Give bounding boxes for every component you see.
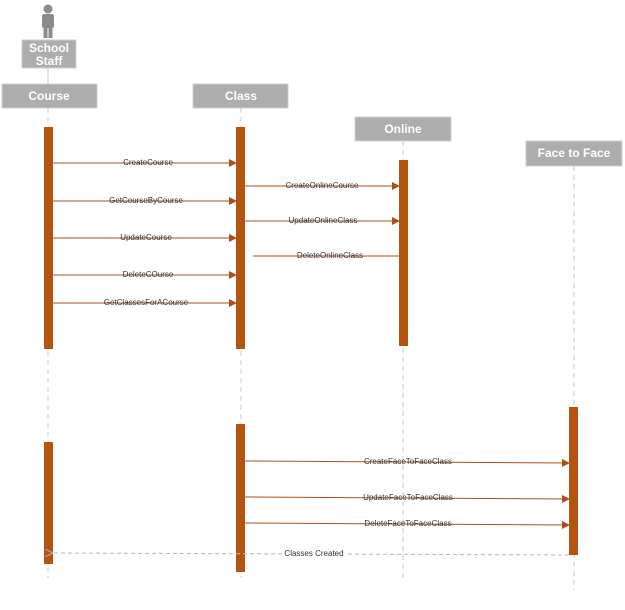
message-get-course-by-course: GetCourseByCourse bbox=[53, 196, 237, 205]
message-update-course: UpdateCourse bbox=[53, 233, 237, 242]
message-create-online-course: CreateOnlineCourse bbox=[245, 181, 400, 190]
message-get-classes-for-course: GetClassesForACourse bbox=[53, 298, 237, 307]
activation-course-2 bbox=[44, 442, 53, 564]
message-label: GetCourseByCourse bbox=[109, 196, 183, 205]
message-label: CreateCourse bbox=[123, 158, 173, 167]
activation-class-2 bbox=[236, 424, 245, 572]
participant-online[interactable]: Online bbox=[354, 116, 452, 142]
participant-class[interactable]: Class bbox=[192, 83, 289, 109]
message-create-course: CreateCourse bbox=[53, 158, 237, 167]
message-label: UpdateOnlineClass bbox=[289, 216, 358, 225]
participant-online-label: Online bbox=[384, 122, 422, 136]
activation-class-1 bbox=[236, 127, 245, 349]
message-label: Classes Created bbox=[284, 549, 343, 558]
activation-course-1 bbox=[44, 127, 53, 349]
participant-class-label: Class bbox=[225, 89, 257, 103]
actor-label-line1: School bbox=[29, 41, 69, 55]
message-label: UpdateFaceToFaceClass bbox=[363, 493, 453, 502]
message-delete-course: DeleteCOurse bbox=[53, 270, 237, 279]
stick-figure-icon bbox=[42, 4, 54, 38]
actor-label-line2: Staff bbox=[36, 54, 64, 68]
actor-label-box bbox=[21, 39, 77, 69]
message-create-f2f-class: CreateFaceToFaceClass bbox=[244, 457, 570, 467]
message-delete-online-class: DeleteOnlineClass bbox=[253, 251, 399, 260]
participant-course[interactable]: Course bbox=[1, 83, 98, 109]
message-classes-created: Classes Created bbox=[53, 547, 570, 559]
participant-course-label: Course bbox=[28, 89, 70, 103]
message-label: CreateFaceToFaceClass bbox=[364, 457, 452, 466]
activation-face bbox=[569, 407, 578, 555]
participant-face-label: Face to Face bbox=[538, 146, 611, 160]
message-update-f2f-class: UpdateFaceToFaceClass bbox=[244, 493, 570, 503]
activation-online bbox=[399, 160, 408, 346]
message-label: GetClassesForACourse bbox=[104, 298, 189, 307]
message-update-online-class: UpdateOnlineClass bbox=[245, 216, 400, 225]
message-label: DeleteCOurse bbox=[123, 270, 174, 279]
message-label: DeleteOnlineClass bbox=[297, 251, 363, 260]
message-label: UpdateCourse bbox=[120, 233, 172, 242]
message-label: CreateOnlineCourse bbox=[286, 181, 359, 190]
message-label: DeleteFaceToFaceClass bbox=[364, 519, 451, 528]
message-delete-f2f-class: DeleteFaceToFaceClass bbox=[244, 519, 570, 529]
participant-face[interactable]: Face to Face bbox=[525, 140, 623, 167]
